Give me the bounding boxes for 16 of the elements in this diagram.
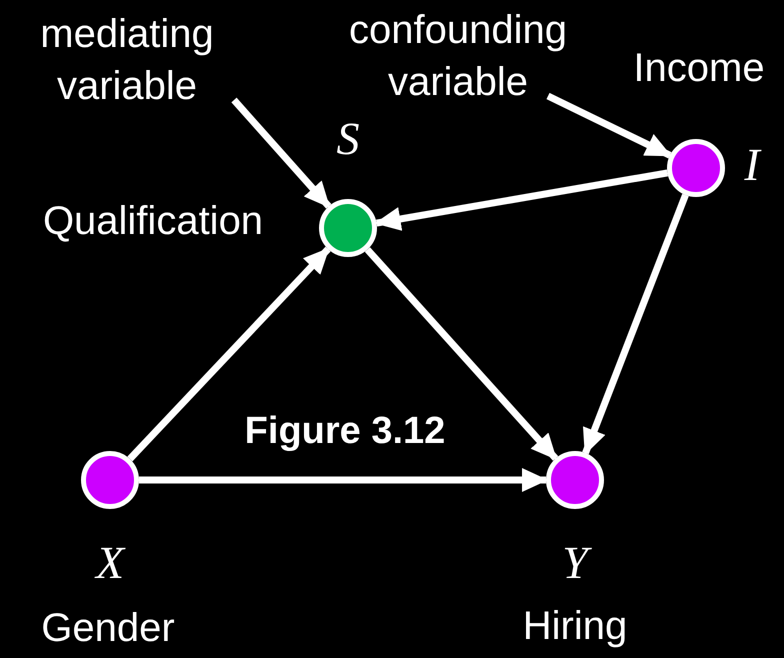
variable-label: Income bbox=[632, 48, 766, 88]
variable-symbol: I bbox=[743, 142, 762, 188]
variable-node bbox=[319, 199, 377, 257]
annotation-text: mediating variable bbox=[12, 8, 242, 112]
variable-symbol: S bbox=[336, 116, 360, 162]
arrow bbox=[364, 247, 558, 461]
arrow bbox=[127, 246, 331, 462]
annotation-text: confounding variable bbox=[318, 4, 598, 108]
variable-symbol: X bbox=[94, 540, 126, 586]
arrow bbox=[139, 468, 548, 492]
variable-symbol: Y bbox=[543, 540, 607, 586]
arrow bbox=[231, 98, 332, 209]
figure-label: Figure 3.12 bbox=[244, 412, 446, 450]
variable-label: Qualification bbox=[42, 201, 264, 241]
variable-label: Gender bbox=[40, 608, 176, 648]
variable-label: Hiring bbox=[522, 606, 628, 646]
